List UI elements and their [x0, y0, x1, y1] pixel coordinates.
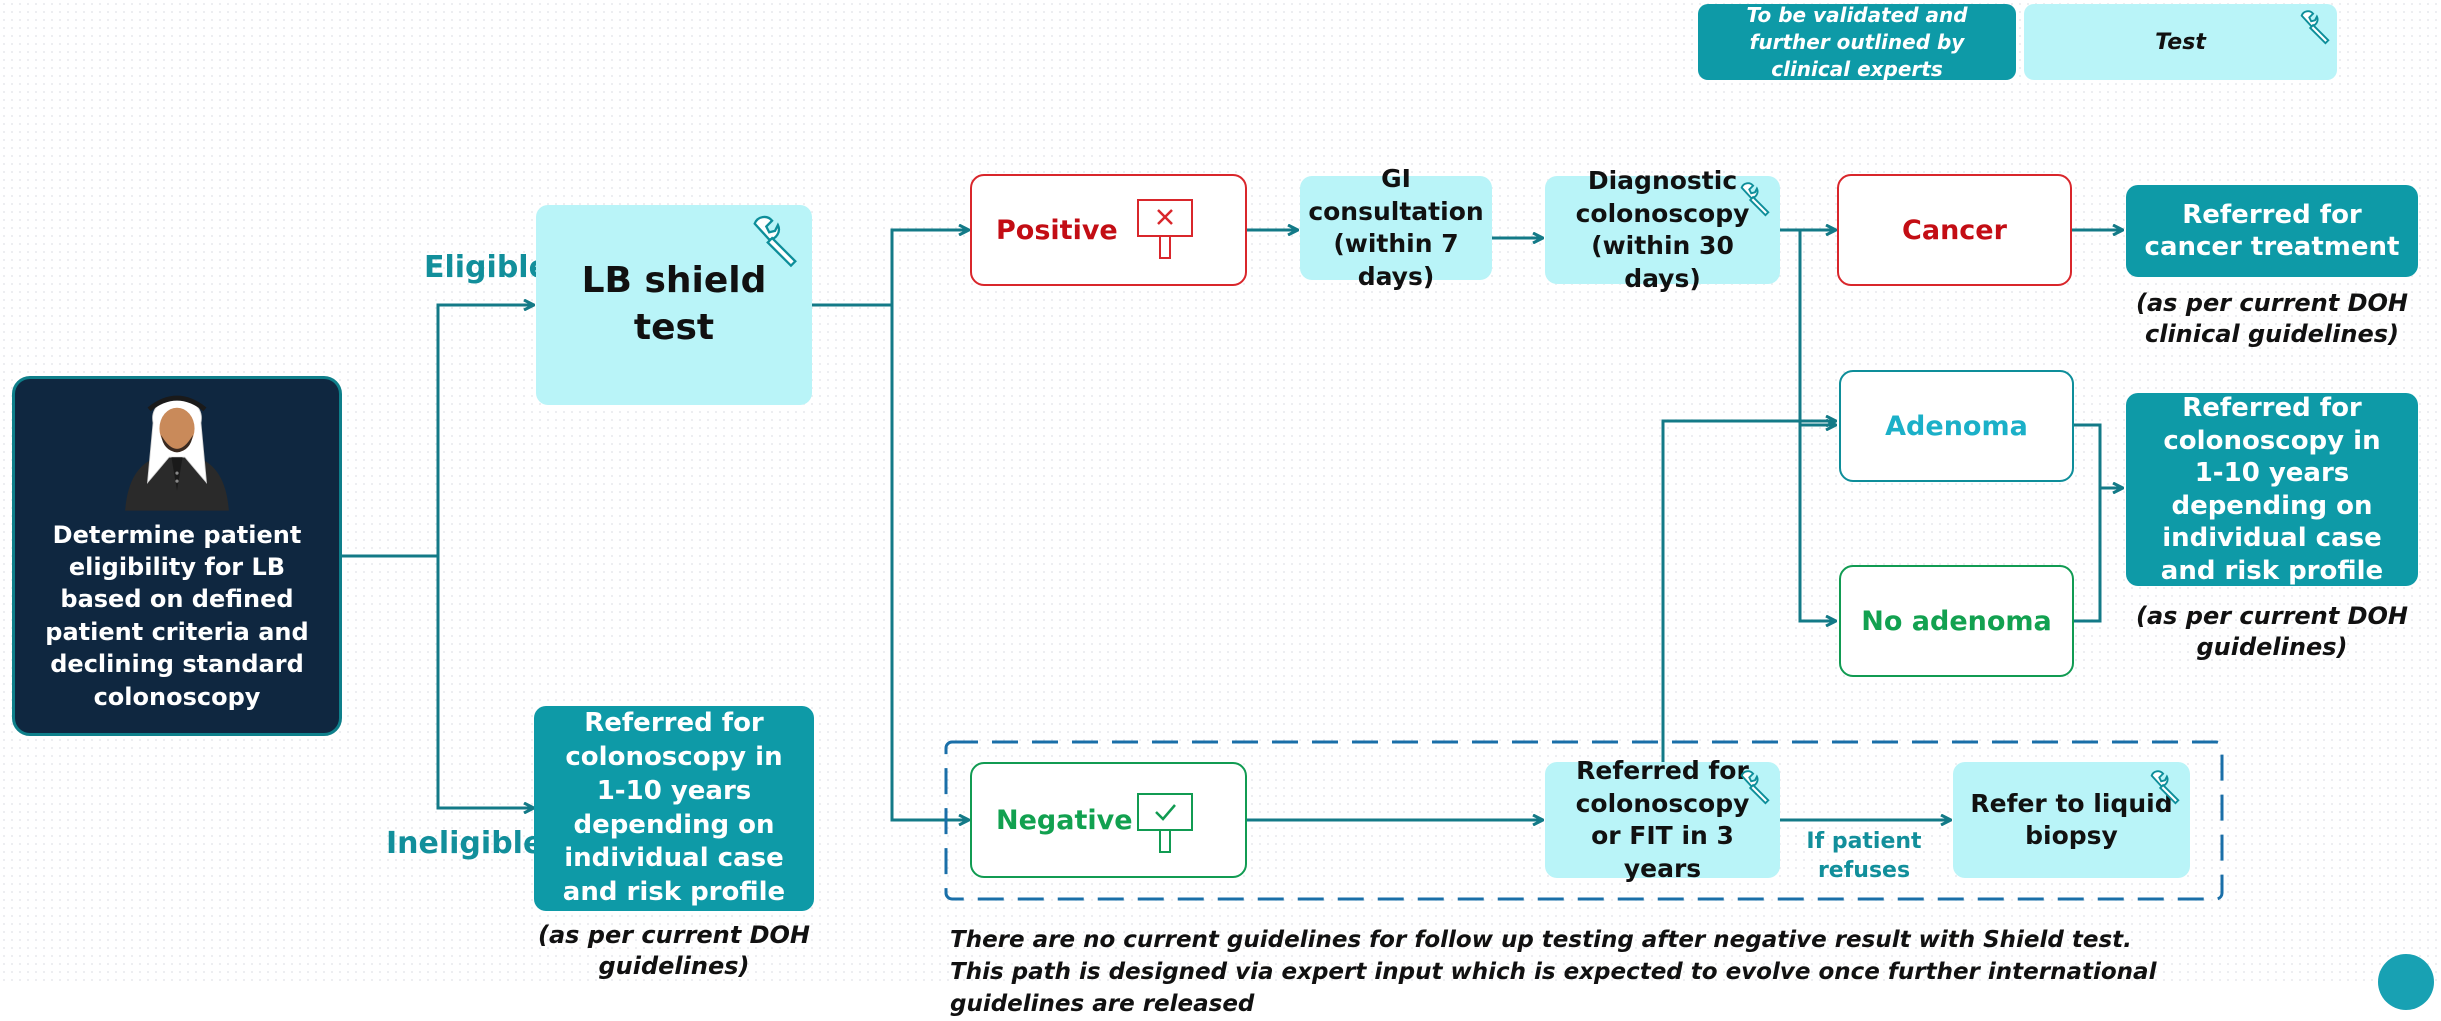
positive-label: Positive — [996, 214, 1118, 246]
cancer-referral-note: (as per current DOH clinical guidelines) — [2135, 289, 2409, 349]
legend-validation-text: To be validated and further outlined by … — [1746, 2, 1968, 81]
wrench-icon — [753, 215, 797, 268]
wrench-icon — [2300, 10, 2330, 45]
ineligible-referral-box: Referred for colonoscopy in 1-10 years d… — [534, 706, 814, 911]
corner-circle — [2378, 954, 2434, 1010]
negative-path-region — [944, 740, 2224, 901]
cancer-label: Cancer — [1902, 214, 2007, 246]
adenoma-box: Adenoma — [1839, 370, 2074, 482]
ineligible-connector — [436, 556, 533, 808]
wrench-icon — [1740, 182, 1770, 217]
lb-shield-test-box: LB shield test — [536, 205, 812, 405]
legend-test-label: Test — [2155, 29, 2206, 55]
diagnostic-colonoscopy-text: Diagnostic colonoscopy (within 30 days) — [1575, 166, 1750, 293]
refuses-label: If patient refuses — [1806, 829, 1922, 883]
check-sign-icon — [1137, 793, 1193, 853]
ineligible-referral-text: Referred for colonoscopy in 1-10 years d… — [562, 708, 786, 908]
eligible-label: Eligible — [424, 250, 549, 285]
adenoma-referral-note: (as per current DOH guidelines) — [2135, 602, 2409, 662]
negative-label: Negative — [996, 804, 1133, 836]
adenoma-referral-box: Referred for colonoscopy in 1-10 years d… — [2126, 393, 2418, 586]
legend-test-box: Test — [2024, 4, 2337, 80]
gi-consultation-box: GI consultation (within 7 days) — [1300, 164, 1492, 291]
cross-sign-icon — [1137, 199, 1193, 259]
no-adenoma-box: No adenoma — [1839, 565, 2074, 677]
cancer-referral-box: Referred for cancer treatment — [2126, 185, 2418, 277]
footnote: There are no current guidelines for foll… — [950, 927, 2157, 1018]
patient-avatar-icon — [125, 395, 229, 511]
cancer-referral-text: Referred for cancer treatment — [2144, 199, 2400, 263]
lb-shield-test-text: LB shield test — [581, 260, 767, 348]
negative-referral-box: Referred for colonoscopy or FIT in 3 yea… — [1545, 756, 1780, 883]
positive-box: Positive — [970, 174, 1247, 286]
gi-consultation-text: GI consultation (within 7 days) — [1308, 164, 1484, 291]
liquid-biopsy-text: Refer to liquid biopsy — [1970, 788, 2173, 851]
diagnostic-colonoscopy-box: Diagnostic colonoscopy (within 30 days) — [1545, 166, 1780, 293]
flow-connectors — [340, 0, 2224, 901]
start-text: Determine patient eligibility for LB bas… — [45, 520, 309, 711]
wrench-icon — [2150, 770, 2180, 805]
wrench-icon — [1740, 770, 1770, 805]
negative-referral-text: Referred for colonoscopy or FIT in 3 yea… — [1575, 756, 1750, 883]
ineligible-label: Ineligible — [386, 826, 544, 861]
ineligible-referral-note: (as per current DOH guidelines) — [537, 921, 811, 981]
negative-connector — [890, 305, 968, 820]
eligible-connector — [436, 305, 533, 556]
negative-box: Negative — [970, 762, 1247, 878]
adenoma-referral-text: Referred for colonoscopy in 1-10 years d… — [2160, 393, 2384, 586]
legend-validation-box: To be validated and further outlined by … — [1698, 2, 2016, 81]
adenoma-label: Adenoma — [1885, 410, 2028, 442]
cancer-box: Cancer — [1837, 174, 2072, 286]
liquid-biopsy-box: Refer to liquid biopsy — [1953, 762, 2190, 878]
positive-connector — [890, 230, 968, 305]
start-box: Determine patient eligibility for LB bas… — [12, 376, 342, 736]
no-adenoma-label: No adenoma — [1861, 605, 2052, 637]
